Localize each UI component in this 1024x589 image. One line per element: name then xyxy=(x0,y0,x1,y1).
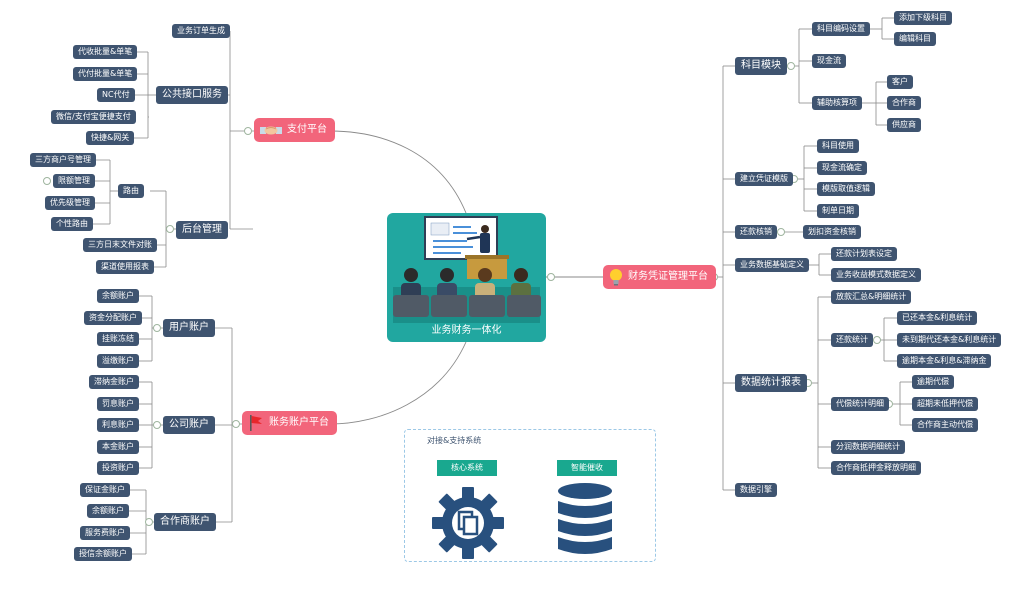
node-partner-item[interactable]: 授信余额账户 xyxy=(74,547,132,561)
collection-tag: 智能催收 xyxy=(557,460,617,476)
node-repay-item[interactable]: 已还本金&利息统计 xyxy=(897,311,978,325)
node-company-item[interactable]: 本金账户 xyxy=(97,440,139,454)
node-cashflow[interactable]: 现金流 xyxy=(812,54,846,68)
voucher-platform-label: 财务凭证管理平台 xyxy=(628,271,708,282)
database-icon xyxy=(558,483,612,554)
node-user-item[interactable]: 溢缴账户 xyxy=(97,354,139,368)
node-partner-item[interactable]: 余额账户 xyxy=(87,504,129,518)
node-company-item[interactable]: 滞纳金账户 xyxy=(89,375,139,389)
node-template-item[interactable]: 制单日期 xyxy=(817,204,859,218)
collapse-toggle-icon[interactable] xyxy=(153,421,161,429)
node-user-item[interactable]: 余额账户 xyxy=(97,289,139,303)
node-api-item[interactable]: NC代付 xyxy=(97,88,135,102)
center-node[interactable]: 业务财务一体化 xyxy=(387,213,546,342)
node-profit[interactable]: 分润数据明细统计 xyxy=(831,440,905,454)
node-routing-item[interactable]: 优先级管理 xyxy=(45,196,95,210)
collapse-toggle-icon[interactable] xyxy=(145,518,153,526)
node-comp-item[interactable]: 合作商主动代偿 xyxy=(912,418,978,432)
node-code-setting[interactable]: 科目编码设置 xyxy=(812,22,870,36)
node-deposit[interactable]: 合作商抵押金释放明细 xyxy=(831,461,921,475)
node-template[interactable]: 建立凭证模版 xyxy=(735,172,793,186)
gear-icon xyxy=(432,487,504,559)
collapse-toggle-icon[interactable] xyxy=(232,420,240,428)
node-comp-item[interactable]: 超期未低押代偿 xyxy=(912,397,978,411)
node-code-item[interactable]: 编辑科目 xyxy=(894,32,936,46)
node-backend[interactable]: 后台管理 xyxy=(176,221,228,239)
collapse-toggle-icon[interactable] xyxy=(787,62,795,70)
node-aux[interactable]: 辅助核算项 xyxy=(812,96,862,110)
node-aux-item[interactable]: 供应商 xyxy=(887,118,921,132)
node-account-platform[interactable]: 账务账户平台 xyxy=(242,411,337,435)
node-user-account[interactable]: 用户账户 xyxy=(163,319,215,337)
node-backend-item[interactable]: 渠道使用报表 xyxy=(96,260,154,274)
support-title: 对接&支持系统 xyxy=(427,436,482,445)
lightbulb-icon xyxy=(610,269,622,286)
node-loan-detail[interactable]: 放款汇总&明细统计 xyxy=(831,290,912,304)
node-company-item[interactable]: 利息账户 xyxy=(97,418,139,432)
collapse-toggle-icon[interactable] xyxy=(166,225,174,233)
node-repay-item[interactable]: 逾期本金&利息&滞纳金 xyxy=(897,354,992,368)
handshake-icon xyxy=(260,126,282,135)
node-partner-item[interactable]: 服务费账户 xyxy=(80,526,130,540)
node-public-api[interactable]: 公共接口服务 xyxy=(156,86,228,104)
node-subject-module[interactable]: 科目模块 xyxy=(735,57,787,75)
node-report[interactable]: 数据统计报表 xyxy=(735,374,807,392)
node-comp[interactable]: 代偿统计明细 xyxy=(831,397,889,411)
collapse-toggle-icon[interactable] xyxy=(153,324,161,332)
node-user-item[interactable]: 挂账冻结 xyxy=(97,332,139,346)
node-aux-item[interactable]: 合作商 xyxy=(887,96,921,110)
node-template-item[interactable]: 模版取值逻辑 xyxy=(817,182,875,196)
core-system-tag: 核心系统 xyxy=(437,460,497,476)
node-routing[interactable]: 路由 xyxy=(118,184,144,198)
collapse-toggle-icon[interactable] xyxy=(873,336,881,344)
node-backend-item[interactable]: 三方日末文件对账 xyxy=(83,238,157,252)
payment-platform-label: 支付平台 xyxy=(287,124,327,135)
node-order-gen[interactable]: 业务订单生成 xyxy=(172,24,230,38)
node-routing-item[interactable]: 三方商户号管理 xyxy=(30,153,96,167)
connector-line xyxy=(329,130,467,214)
node-repay[interactable]: 还款统计 xyxy=(831,333,873,347)
support-systems-box: 对接&支持系统 核心系统 智能催收 xyxy=(404,429,656,562)
node-api-item[interactable]: 快捷&网关 xyxy=(86,131,135,145)
collapse-toggle-icon[interactable] xyxy=(777,228,785,236)
node-payment-platform[interactable]: 支付平台 xyxy=(254,118,335,142)
node-aux-item[interactable]: 客户 xyxy=(887,75,913,89)
node-template-item[interactable]: 现金流确定 xyxy=(817,161,867,175)
node-template-item[interactable]: 科目使用 xyxy=(817,139,859,153)
collapse-toggle-icon[interactable] xyxy=(547,273,555,281)
center-title: 业务财务一体化 xyxy=(431,325,502,336)
node-api-item[interactable]: 代收批量&单笔 xyxy=(73,45,138,59)
account-platform-label: 账务账户平台 xyxy=(269,417,329,428)
node-routing-item[interactable]: 限额管理 xyxy=(53,174,95,188)
node-basedef-item[interactable]: 还款计划表设定 xyxy=(831,247,897,261)
node-code-item[interactable]: 添加下级科目 xyxy=(894,11,952,25)
node-engine[interactable]: 数据引擎 xyxy=(735,483,777,497)
node-partner-account[interactable]: 合作商账户 xyxy=(154,513,216,531)
node-user-item[interactable]: 资金分配账户 xyxy=(84,311,142,325)
node-api-item[interactable]: 微信/支付宝便捷支付 xyxy=(51,110,136,124)
node-comp-item[interactable]: 逾期代偿 xyxy=(912,375,954,389)
presentation-illustration xyxy=(393,216,541,323)
node-voucher-platform[interactable]: 财务凭证管理平台 xyxy=(603,265,716,289)
node-writeoff[interactable]: 还款核销 xyxy=(735,225,777,239)
node-routing-item[interactable]: 个性路由 xyxy=(51,217,93,231)
node-api-item[interactable]: 代付批量&单笔 xyxy=(73,67,138,81)
node-company-account[interactable]: 公司账户 xyxy=(163,416,215,434)
expand-toggle-icon[interactable] xyxy=(43,177,51,185)
node-writeoff-child[interactable]: 划扣资金核销 xyxy=(803,225,861,239)
collapse-toggle-icon[interactable] xyxy=(244,127,252,135)
connector-line xyxy=(329,341,467,425)
node-basedef-item[interactable]: 业务收益模式数据定义 xyxy=(831,268,921,282)
node-company-item[interactable]: 罚息账户 xyxy=(97,397,139,411)
node-basedef[interactable]: 业务数据基础定义 xyxy=(735,258,809,272)
node-partner-item[interactable]: 保证金账户 xyxy=(80,483,130,497)
red-flag-icon xyxy=(250,415,262,431)
node-repay-item[interactable]: 未到期代还本金&利息统计 xyxy=(897,333,1002,347)
node-company-item[interactable]: 投资账户 xyxy=(97,461,139,475)
